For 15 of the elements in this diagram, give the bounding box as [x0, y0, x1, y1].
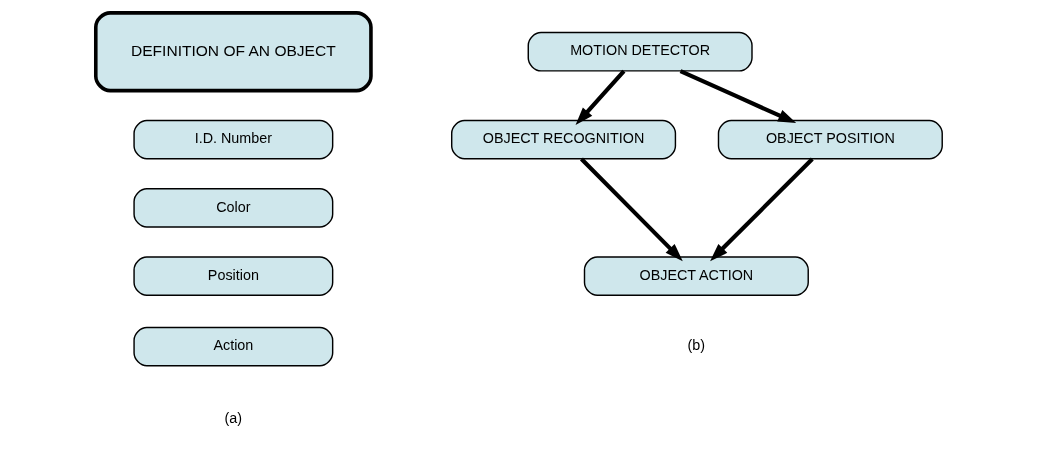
node-box: I.D. Number [133, 119, 334, 160]
node-box: Color [133, 188, 334, 228]
node-box: MOTION DETECTOR [527, 31, 753, 72]
node-box: DEFINITION OF AN OBJECT [94, 11, 373, 93]
node-box: Action [133, 326, 334, 367]
label: (a) [224, 410, 243, 427]
arrow [679, 69, 797, 124]
node-box: Position [133, 256, 334, 296]
node-box: OBJECT ACTION [583, 256, 809, 296]
node-box: OBJECT RECOGNITION [450, 119, 677, 160]
arrow [575, 69, 626, 126]
arrow [710, 157, 814, 262]
node-box: OBJECT POSITION [717, 119, 943, 160]
arrow [580, 157, 683, 262]
label: (b) [687, 337, 706, 354]
